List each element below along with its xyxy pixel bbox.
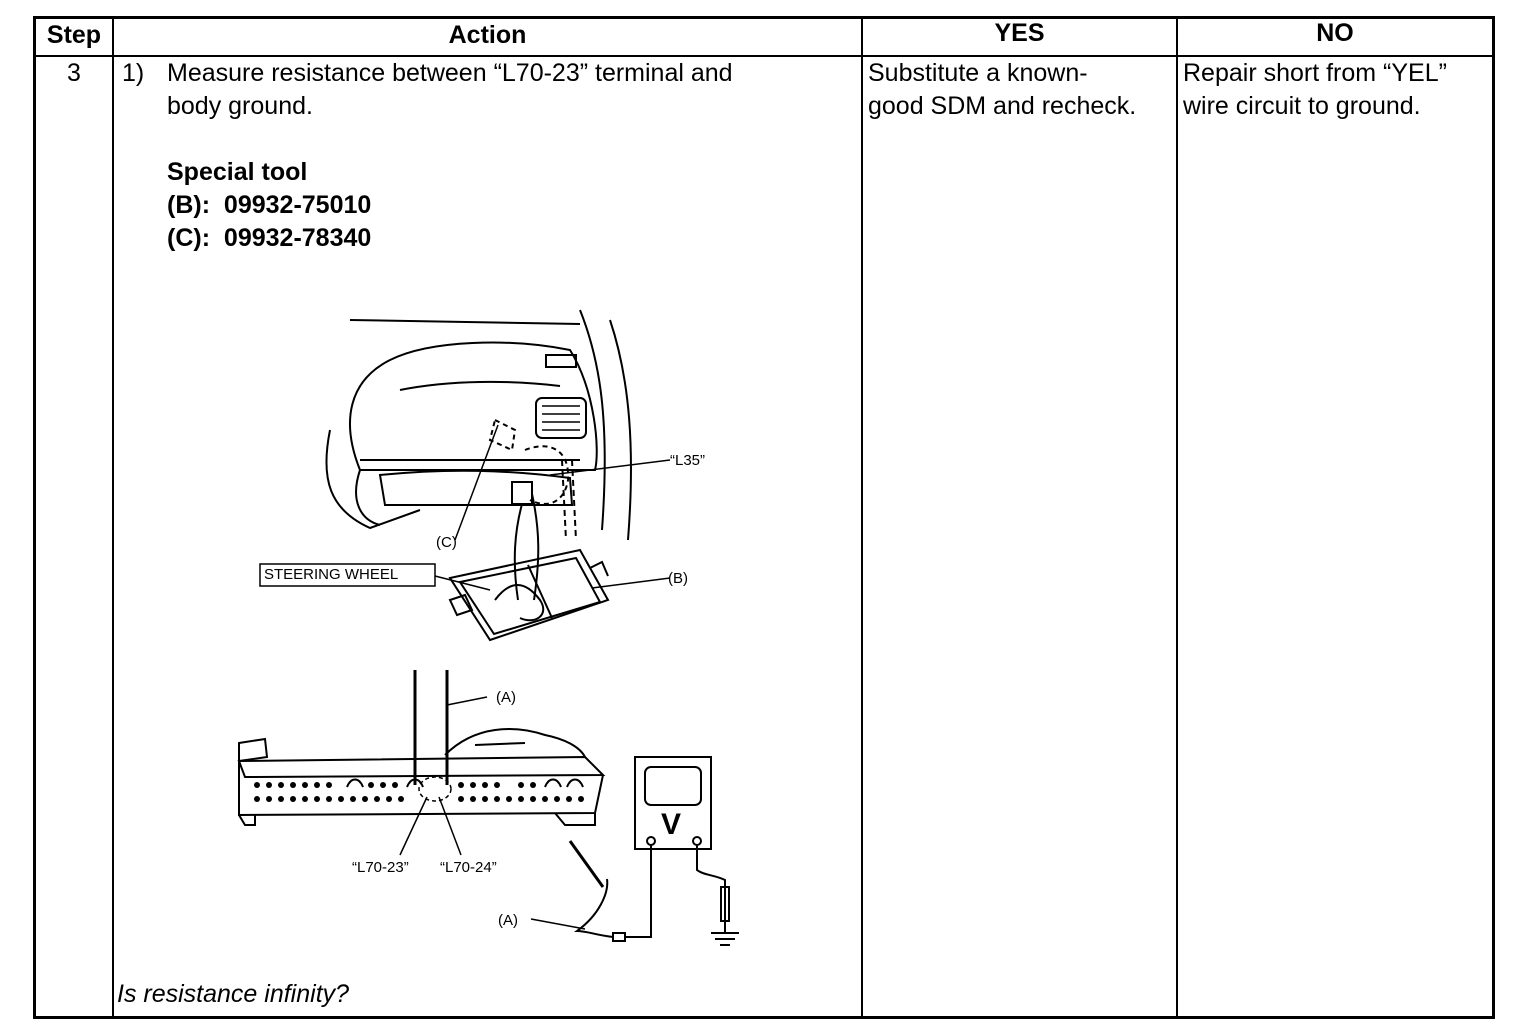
col-divider-action xyxy=(861,16,863,1019)
sdm-connector-voltmeter-illustration xyxy=(237,670,739,946)
steering-wheel-label-box xyxy=(259,563,436,587)
no-line-2: wire circuit to ground. xyxy=(1183,92,1421,120)
label-steering-wheel: STEERING WHEEL xyxy=(264,566,399,583)
header-no: NO xyxy=(1316,19,1354,47)
special-tool-title: Special tool xyxy=(167,158,308,186)
table-border-left xyxy=(33,16,36,1019)
header-action: Action xyxy=(448,21,527,49)
col-divider-yes xyxy=(1176,16,1178,1019)
label-tool-c: (C) xyxy=(436,534,457,551)
label-l35: “L35” xyxy=(670,452,706,469)
action-item-number: 1) xyxy=(122,59,145,87)
label-terminal-l70-23: “L70-23” xyxy=(352,859,409,876)
yes-line-2: good SDM and recheck. xyxy=(868,92,1137,120)
special-tool-c: (C): 09932-78340 xyxy=(167,224,372,252)
header-step: Step xyxy=(46,21,102,49)
dashboard-connector-illustration xyxy=(259,309,671,642)
special-tool-b: (B): 09932-75010 xyxy=(167,191,372,219)
action-question: Is resistance infinity? xyxy=(117,980,350,1008)
table-border-right xyxy=(1492,16,1495,1019)
label-terminal-l70-24: “L70-24” xyxy=(440,859,497,876)
label-adapter-a-bottom: (A) xyxy=(498,912,518,929)
label-adapter-a-top: (A) xyxy=(496,689,516,706)
label-tool-b: (B) xyxy=(668,570,688,587)
no-line-1: Repair short from “YEL” xyxy=(1183,59,1447,87)
col-divider-step xyxy=(112,16,114,1019)
action-line-1: Measure resistance between “L70-23” term… xyxy=(167,59,733,87)
step-number: 3 xyxy=(67,59,81,87)
header-yes: YES xyxy=(994,19,1045,47)
yes-line-1: Substitute a known- xyxy=(868,59,1088,87)
action-line-2: body ground. xyxy=(167,92,313,120)
header-divider xyxy=(33,55,1495,57)
voltmeter-letter: V xyxy=(661,808,682,841)
table-border-top xyxy=(33,16,1495,19)
table-border-bottom xyxy=(33,1016,1495,1019)
